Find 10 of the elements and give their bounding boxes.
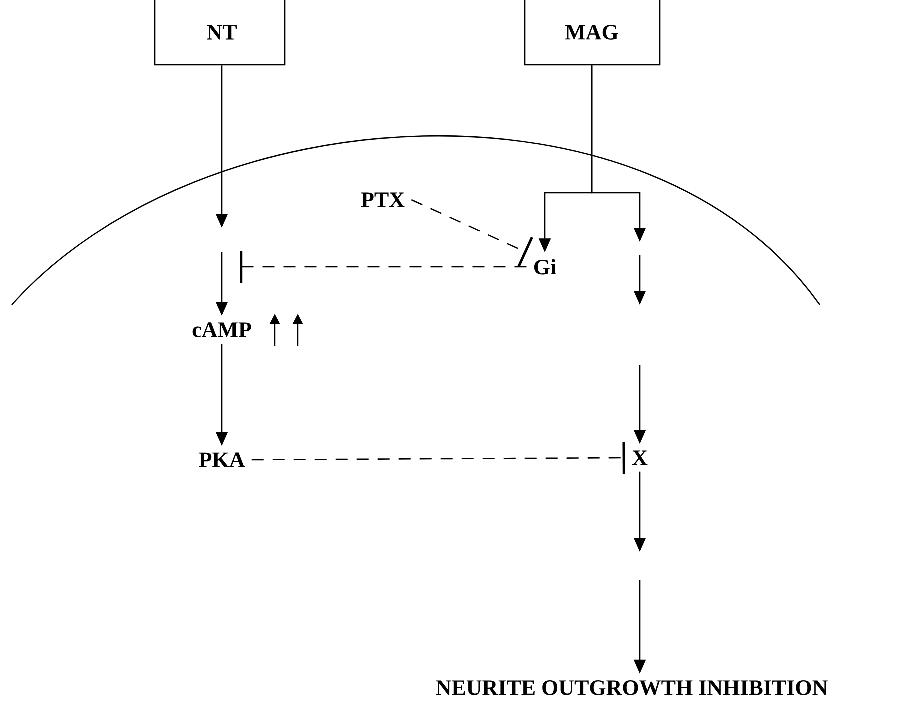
protein-label: Gi: [534, 259, 556, 275]
ligand-box: NT: [154, 0, 286, 66]
inhibition-line: [252, 442, 626, 474]
protein-label: cAMP: [192, 322, 252, 338]
protein-label: PKA: [199, 452, 246, 468]
protein-label: PTX: [361, 192, 405, 208]
protein-label: X: [632, 450, 648, 466]
inhibition-line: [240, 251, 527, 283]
ligand-box: MAG: [524, 0, 661, 66]
outcome-label: NEURITE OUTGROWTH INHIBITION: [436, 680, 828, 696]
